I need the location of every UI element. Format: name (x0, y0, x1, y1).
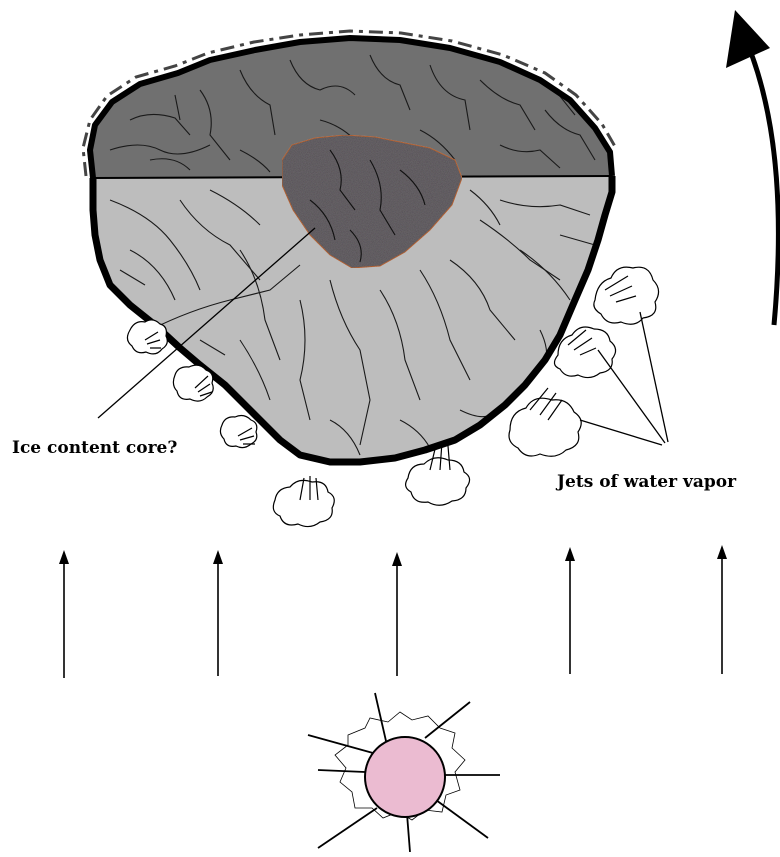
sunlight-arrow (392, 552, 402, 676)
sunlight-arrow (213, 550, 223, 676)
sunlight-arrow (565, 547, 575, 674)
rotation-arrow (726, 10, 778, 325)
jet-cloud (127, 320, 167, 354)
jets-leader-line (580, 420, 662, 445)
sun-disk (365, 737, 445, 817)
jet-cloud (509, 388, 581, 456)
jet-cloud (594, 267, 659, 324)
sun (308, 693, 500, 852)
ice-core-label: Ice content core? (12, 438, 177, 458)
jets-leader-line (640, 312, 668, 442)
jet-cloud (273, 476, 334, 527)
comet-nucleus (83, 31, 617, 462)
sunlight-arrow (59, 550, 69, 678)
jets-label: Jets of water vapor (557, 472, 736, 492)
jet-cloud (173, 365, 213, 401)
sunlight-arrows (59, 545, 727, 678)
sunlight-arrow (717, 545, 727, 674)
jet-cloud (220, 416, 256, 448)
